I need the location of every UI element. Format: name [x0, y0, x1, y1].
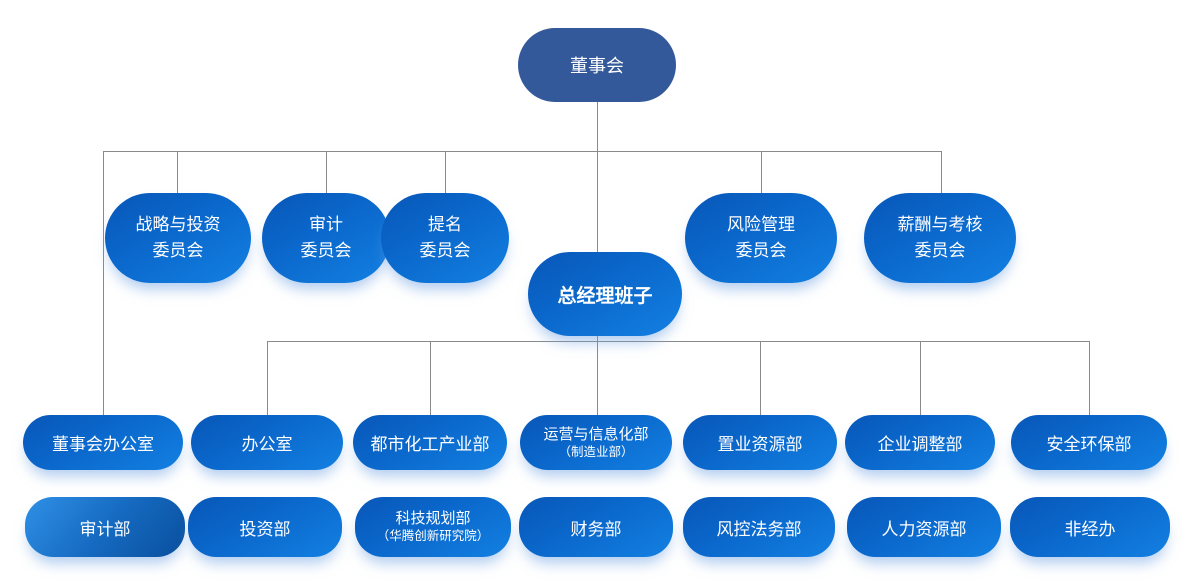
connector-drop-compensation [941, 151, 942, 193]
node-dept-urban-chemical: 都市化工产业部 [353, 415, 507, 470]
connector-level1-horizontal [103, 151, 941, 152]
node-label: 薪酬与考核 委员会 [897, 214, 983, 260]
node-dept-operations-it: 运营与信息化部 （制造业部） [520, 415, 672, 470]
node-dept-enterprise-adjustment: 企业调整部 [845, 415, 995, 470]
node-sublabel: （制造业部） [558, 444, 634, 459]
node-committee-strategy-investment: 战略与投资 委员会 [105, 193, 251, 283]
node-label: 人力资源部 [881, 519, 967, 539]
node-label: 都市化工产业部 [370, 435, 490, 454]
node-dept-hr: 人力资源部 [847, 497, 1001, 557]
node-label: 董事会 [570, 56, 624, 76]
node-label: 董事会办公室 [52, 435, 154, 454]
node-dept-office: 办公室 [191, 415, 343, 470]
node-sublabel: （华腾创新研究院） [376, 529, 490, 544]
connector-drop-office [267, 341, 268, 415]
node-dept-investment: 投资部 [188, 497, 342, 557]
node-label: 审计 委员会 [300, 214, 352, 260]
connector-drop-risk [761, 151, 762, 193]
connector-drop-safety [1089, 341, 1090, 415]
connector-root-to-gm [597, 102, 598, 252]
node-label: 运营与信息化部 [543, 426, 649, 443]
node-board: 董事会 [518, 28, 676, 102]
node-general-manager: 总经理班子 [528, 252, 682, 336]
node-dept-board-office: 董事会办公室 [23, 415, 183, 470]
node-label: 风控法务部 [716, 519, 802, 539]
node-committee-nomination: 提名 委员会 [381, 193, 509, 283]
node-label: 战略与投资 委员会 [135, 214, 221, 260]
node-label: 企业调整部 [877, 435, 963, 454]
connector-drop-urban-chemical [430, 341, 431, 415]
node-dept-tech-planning: 科技规划部 （华腾创新研究院） [355, 497, 511, 557]
node-label: 办公室 [241, 435, 293, 454]
node-dept-non-operating: 非经办 [1010, 497, 1170, 557]
connector-drop-strategy [177, 151, 178, 193]
connector-drop-audit-committee [326, 151, 327, 193]
node-dept-finance: 财务部 [519, 497, 673, 557]
node-label: 非经办 [1064, 519, 1116, 539]
node-dept-safety-environment: 安全环保部 [1011, 415, 1167, 470]
node-label: 置业资源部 [717, 435, 803, 454]
node-committee-audit: 审计 委员会 [262, 193, 390, 283]
node-label: 安全环保部 [1046, 435, 1132, 454]
node-label: 审计部 [79, 519, 131, 539]
node-label: 投资部 [239, 519, 291, 539]
node-dept-risk-legal: 风控法务部 [683, 497, 835, 557]
connector-drop-realestate [760, 341, 761, 415]
connector-level2-horizontal [267, 341, 1089, 342]
node-label: 财务部 [570, 519, 622, 539]
connector-gm-to-row [597, 336, 598, 415]
node-label: 提名 委员会 [419, 214, 471, 260]
node-label: 科技规划部 [395, 511, 471, 528]
connector-drop-adjustment [920, 341, 921, 415]
node-label: 风险管理 委员会 [727, 214, 795, 260]
node-dept-audit: 审计部 [25, 497, 185, 557]
connector-drop-board-office [103, 151, 104, 415]
node-committee-compensation: 薪酬与考核 委员会 [864, 193, 1016, 283]
node-dept-realestate-resources: 置业资源部 [683, 415, 837, 470]
connector-drop-nomination [445, 151, 446, 193]
node-committee-risk: 风险管理 委员会 [685, 193, 837, 283]
node-label: 总经理班子 [557, 285, 653, 307]
